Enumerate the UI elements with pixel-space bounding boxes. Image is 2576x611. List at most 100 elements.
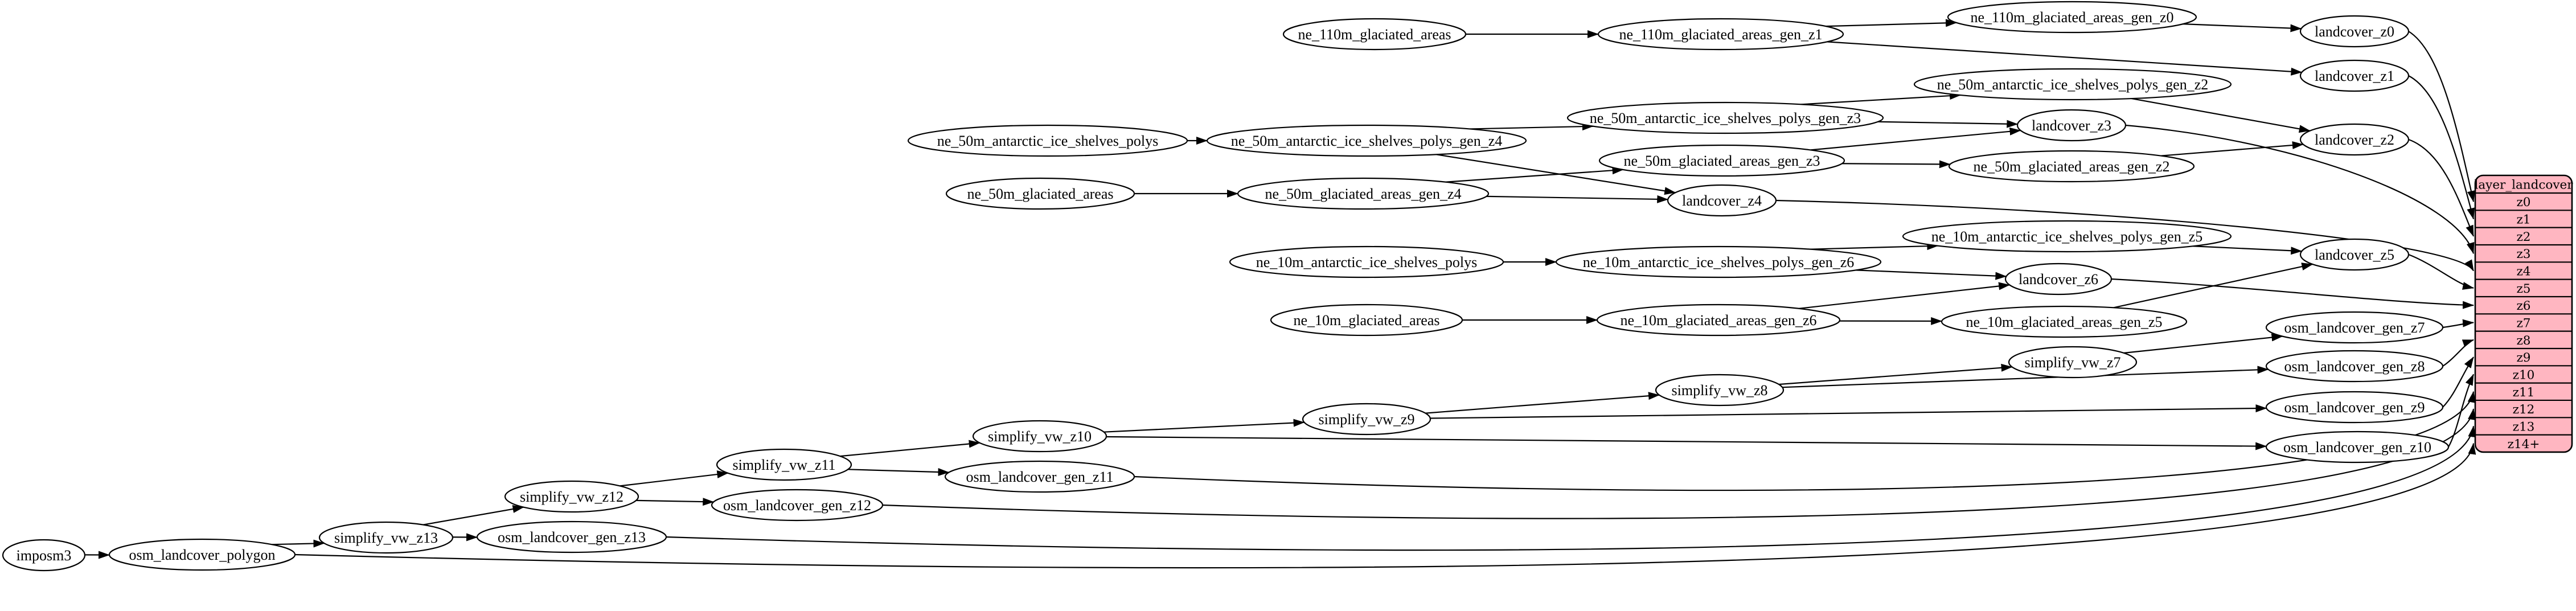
node-osm_landcover_gen_z7-label: osm_landcover_gen_z7 (2284, 319, 2425, 336)
table-row-z3-label: z3 (2516, 247, 2530, 261)
node-simplify_vw_z12: simplify_vw_z12 (504, 480, 639, 513)
node-ne_110m_glaciated_areas_gen_z0-label: ne_110m_glaciated_areas_gen_z0 (1970, 9, 2173, 26)
table-row-z11-label: z11 (2513, 386, 2535, 400)
node-ne_10m_antarctic_ice_shelves_polys: ne_10m_antarctic_ice_shelves_polys (1229, 245, 1504, 278)
edge-osm_landcover_polygon-to-row-z14plus (294, 442, 2476, 569)
node-ne_10m_glaciated_areas: ne_10m_glaciated_areas (1270, 304, 1463, 337)
edge-simplify_vw_z9-to-simplify_vw_z8 (1425, 392, 1660, 414)
edge-simplify_vw_z9-to-osm_landcover_gen_z9 (1430, 404, 2267, 419)
table-row-z8: z8 (2475, 330, 2572, 348)
node-ne_50m_glaciated_areas_gen_z4: ne_50m_glaciated_areas_gen_z4 (1237, 177, 1490, 210)
node-landcover_z3: landcover_z3 (2016, 109, 2127, 142)
node-simplify_vw_z13: simplify_vw_z13 (318, 521, 454, 554)
edge-simplify_vw_z7-to-osm_landcover_gen_z7 (2123, 333, 2283, 354)
node-simplify_vw_z11: simplify_vw_z11 (716, 448, 852, 481)
node-simplify_vw_z12-shape (504, 480, 639, 513)
node-osm_landcover_gen_z12-shape (711, 489, 884, 522)
node-ne_50m_antarctic_ice_shelves_polys-label: ne_50m_antarctic_ice_shelves_polys (937, 133, 1158, 149)
node-osm_landcover_gen_z8-shape (2265, 350, 2444, 383)
table-row-z10: z10 (2475, 365, 2572, 382)
edge-ne_110m_glaciated_areas_gen_z1-to-landcover_z1 (1827, 41, 2303, 76)
table-row-z12-label: z12 (2513, 403, 2535, 417)
node-ne_50m_antarctic_ice_shelves_polys_gen_z4: ne_50m_antarctic_ice_shelves_polys_gen_z… (1206, 124, 1527, 157)
node-simplify_vw_z9-shape (1302, 403, 1431, 436)
node-osm_landcover_gen_z11-shape (944, 460, 1135, 493)
node-ne_50m_antarctic_ice_shelves_polys_gen_z2-shape (1913, 68, 2232, 101)
nodes-layer: imposm3 osm_landcover_polygon simplify_vw_… (2, 1, 2450, 572)
node-ne_110m_glaciated_areas-shape (1282, 18, 1467, 51)
node-osm_landcover_gen_z10-shape (2265, 430, 2450, 464)
node-ne_10m_glaciated_areas_gen_z6-shape (1596, 304, 1841, 337)
node-ne_50m_antarctic_ice_shelves_polys_gen_z3-shape (1566, 101, 1884, 134)
node-ne_10m_antarctic_ice_shelves_polys_gen_z6-shape (1555, 245, 1882, 278)
node-ne_110m_glaciated_areas-label: ne_110m_glaciated_areas (1298, 26, 1451, 43)
node-imposm3: imposm3 (2, 539, 86, 572)
edge-ne_50m_antarctic_ice_shelves_polys_gen_z3-to-ne_50m_antarctic_ice_shelves_polys_gen_z2 (1801, 92, 1962, 105)
node-osm_landcover_gen_z13-shape (476, 520, 667, 553)
edge-ne_50m_antarctic_ice_shelves_polys_gen_z3-to-landcover_z3 (1878, 120, 2019, 128)
edge-landcover_z3-to-row-z3 (2125, 124, 2475, 255)
edge-simplify_vw_z12-to-simplify_vw_z11 (620, 470, 729, 487)
node-ne_10m_antarctic_ice_shelves_polys_gen_z5-label: ne_10m_antarctic_ice_shelves_polys_gen_z… (1931, 228, 2203, 245)
table-row-z9-label: z9 (2516, 351, 2530, 365)
edge-simplify_vw_z13-to-simplify_vw_z12 (423, 505, 524, 526)
node-ne_10m_antarctic_ice_shelves_polys_gen_z6: ne_10m_antarctic_ice_shelves_polys_gen_z… (1555, 245, 1882, 278)
node-landcover_z5-label: landcover_z5 (2315, 247, 2394, 263)
node-imposm3-label: imposm3 (17, 547, 72, 564)
edge-landcover_z1-to-row-z1 (2408, 75, 2475, 220)
edge-ne_50m_glaciated_areas_gen_z2-to-landcover_z2 (2161, 141, 2304, 157)
node-landcover_z4: landcover_z4 (1667, 184, 1777, 217)
node-simplify_vw_z8: simplify_vw_z8 (1655, 374, 1785, 407)
node-landcover_z3-label: landcover_z3 (2032, 117, 2111, 134)
node-ne_50m_glaciated_areas_gen_z4-shape (1237, 177, 1490, 210)
node-ne_50m_antarctic_ice_shelves_polys_gen_z3-label: ne_50m_antarctic_ice_shelves_polys_gen_z… (1590, 110, 1861, 126)
node-ne_10m_antarctic_ice_shelves_polys-label: ne_10m_antarctic_ice_shelves_polys (1256, 254, 1477, 270)
node-osm_landcover_gen_z7-shape (2265, 311, 2444, 344)
table-row-z5: z5 (2475, 278, 2572, 296)
edge-ne_110m_glaciated_areas_gen_z0-to-landcover_z0 (2183, 23, 2302, 32)
node-osm_landcover_gen_z12: osm_landcover_gen_z12 (711, 489, 884, 522)
node-osm_landcover_polygon-label: osm_landcover_polygon (129, 547, 275, 563)
table-row-z13: z13 (2475, 417, 2572, 434)
node-ne_110m_glaciated_areas_gen_z0-shape (1947, 1, 2197, 34)
table-row-z11: z11 (2475, 382, 2572, 400)
node-ne_10m_glaciated_areas_gen_z5-shape (1941, 305, 2188, 338)
node-simplify_vw_z10-shape (972, 420, 1107, 453)
table-row-z0: z0 (2475, 192, 2572, 210)
table-row-z7-label: z7 (2516, 316, 2530, 330)
node-landcover_z5-shape (2299, 238, 2410, 271)
node-landcover_z6-shape (2004, 263, 2113, 296)
table-row-z10-label: z10 (2513, 368, 2535, 382)
node-osm_landcover_gen_z10-label: osm_landcover_gen_z10 (2283, 439, 2431, 456)
table-row-z6-label: z6 (2516, 299, 2530, 313)
edge-ne_50m_glaciated_areas_gen_z4-to-ne_50m_glaciated_areas_gen_z3 (1446, 166, 1624, 183)
edge-ne_50m_antarctic_ice_shelves_polys_gen_z2-to-landcover_z2 (2131, 97, 2311, 133)
node-osm_landcover_gen_z11: osm_landcover_gen_z11 (944, 460, 1135, 493)
edge-simplify_vw_z8-to-simplify_vw_z7 (1778, 363, 2013, 386)
node-ne_50m_glaciated_areas_gen_z2-label: ne_50m_glaciated_areas_gen_z2 (1973, 158, 2169, 175)
edge-landcover_z2-to-row-z2 (2408, 138, 2475, 237)
table-row-z5-label: z5 (2516, 282, 2530, 296)
table-row-z13-label: z13 (2513, 420, 2535, 434)
node-simplify_vw_z7-shape (2008, 346, 2138, 379)
node-landcover_z0-label: landcover_z0 (2315, 23, 2394, 40)
table-row-z2: z2 (2475, 227, 2572, 244)
edge-ne_10m_glaciated_areas_gen_z6-to-landcover_z6 (1799, 282, 2011, 309)
node-ne_10m_antarctic_ice_shelves_polys-shape (1229, 245, 1504, 278)
node-ne_10m_antarctic_ice_shelves_polys_gen_z6-label: ne_10m_antarctic_ice_shelves_polys_gen_z… (1583, 254, 1855, 270)
node-osm_landcover_polygon-shape (108, 538, 296, 571)
node-landcover_z1-shape (2299, 59, 2410, 92)
edge-osm_landcover_gen_z9-to-row-z9 (2442, 356, 2474, 408)
node-landcover_z3-shape (2016, 109, 2127, 142)
node-ne_50m_glaciated_areas_gen_z3-shape (1598, 144, 1845, 177)
table-row-z0-label: z0 (2516, 195, 2530, 210)
node-simplify_vw_z11-shape (716, 448, 852, 481)
node-ne_50m_antarctic_ice_shelves_polys_gen_z4-shape (1206, 124, 1527, 157)
edge-landcover_z6-to-row-z6 (2111, 278, 2474, 309)
node-osm_landcover_gen_z11-label: osm_landcover_gen_z11 (966, 469, 1114, 485)
node-ne_50m_glaciated_areas_gen_z3-label: ne_50m_glaciated_areas_gen_z3 (1623, 153, 1820, 169)
table-row-z9: z9 (2475, 347, 2572, 365)
edge-osm_landcover_gen_z7-to-row-z7 (2442, 319, 2474, 329)
node-ne_110m_glaciated_areas: ne_110m_glaciated_areas (1282, 18, 1467, 51)
